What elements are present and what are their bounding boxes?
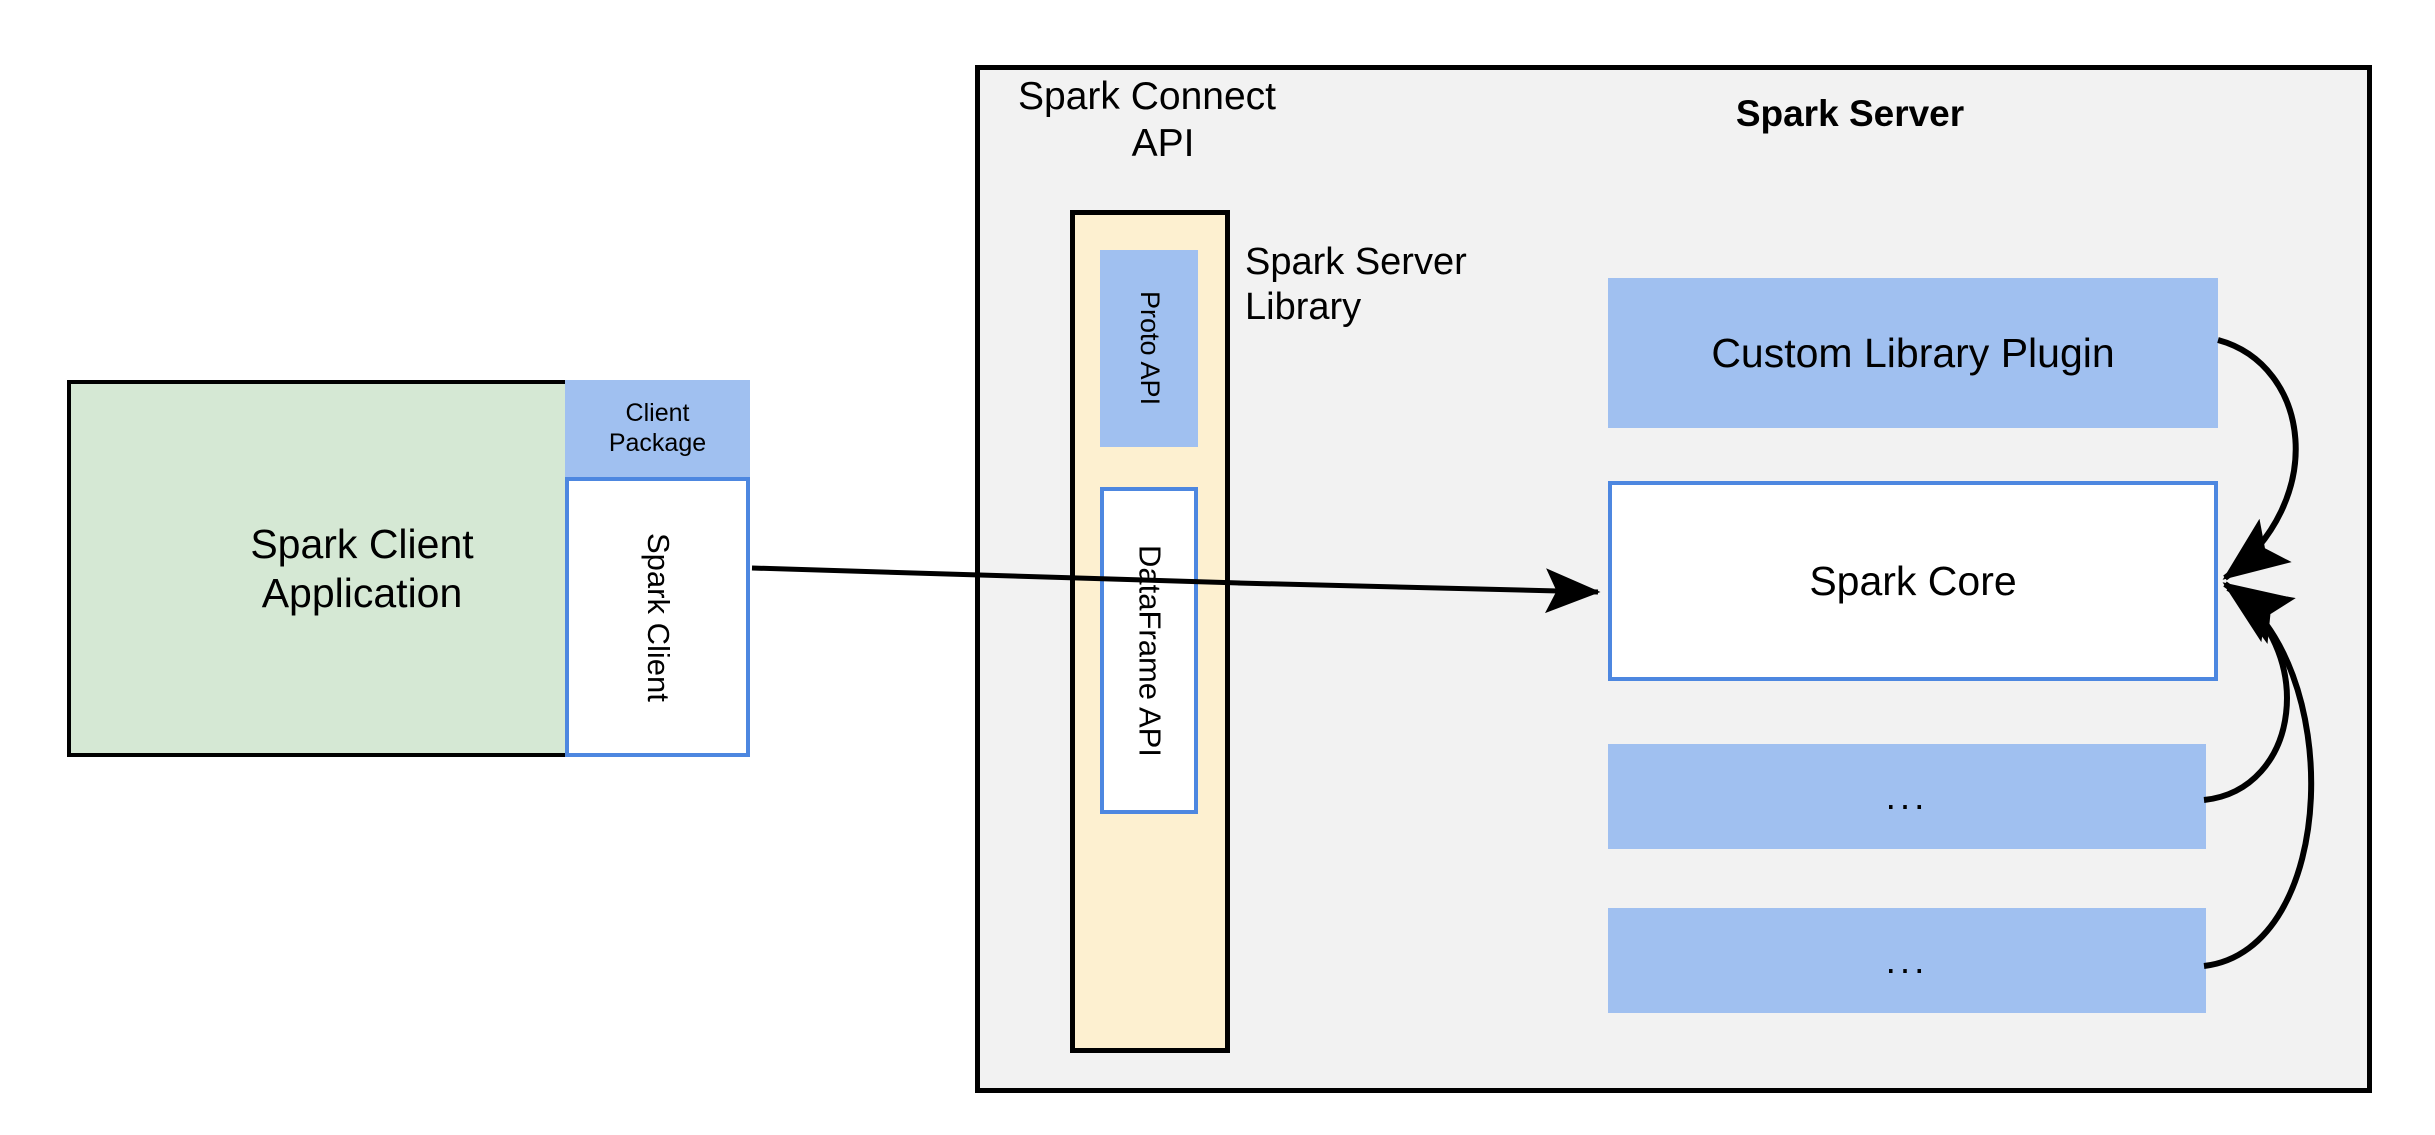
dataframe-api-box: DataFrame API xyxy=(1100,487,1198,814)
client-package-line2: Package xyxy=(608,428,707,457)
dataframe-api-label: DataFrame API xyxy=(1132,544,1168,757)
proto-api-label: Proto API xyxy=(1134,291,1165,406)
client-package-line1: Client xyxy=(625,399,690,427)
custom-library-plugin-box: Custom Library Plugin xyxy=(1608,278,2218,428)
spark-core-box: Spark Core xyxy=(1608,481,2218,681)
client-package-box: Client Package xyxy=(565,380,750,477)
spark-connect-api-line2: API xyxy=(1131,121,1195,165)
ellipsis-box-1: ... xyxy=(1608,744,2206,849)
client-app-line2: Application xyxy=(261,569,463,616)
spark-server-title: Spark Server xyxy=(1735,93,1965,135)
proto-api-box: Proto API xyxy=(1100,250,1198,447)
client-app-line1: Spark Client xyxy=(250,521,474,568)
spark-client-box: Spark Client xyxy=(565,477,750,757)
spark-server-library-label: Spark Server Library xyxy=(1245,240,1545,350)
spark-client-application-box: Spark Client Application xyxy=(67,380,657,757)
ellipsis-box-2: ... xyxy=(1608,908,2206,1013)
spark-client-label: Spark Client xyxy=(640,532,676,702)
spark-connect-api-line1: Spark Connect xyxy=(1018,75,1276,119)
spark-server-library-line2: Library xyxy=(1245,285,1362,328)
spark-connect-api-label: Spark Connect API xyxy=(1018,68,1308,173)
spark-server-library-line1: Spark Server xyxy=(1245,241,1467,283)
